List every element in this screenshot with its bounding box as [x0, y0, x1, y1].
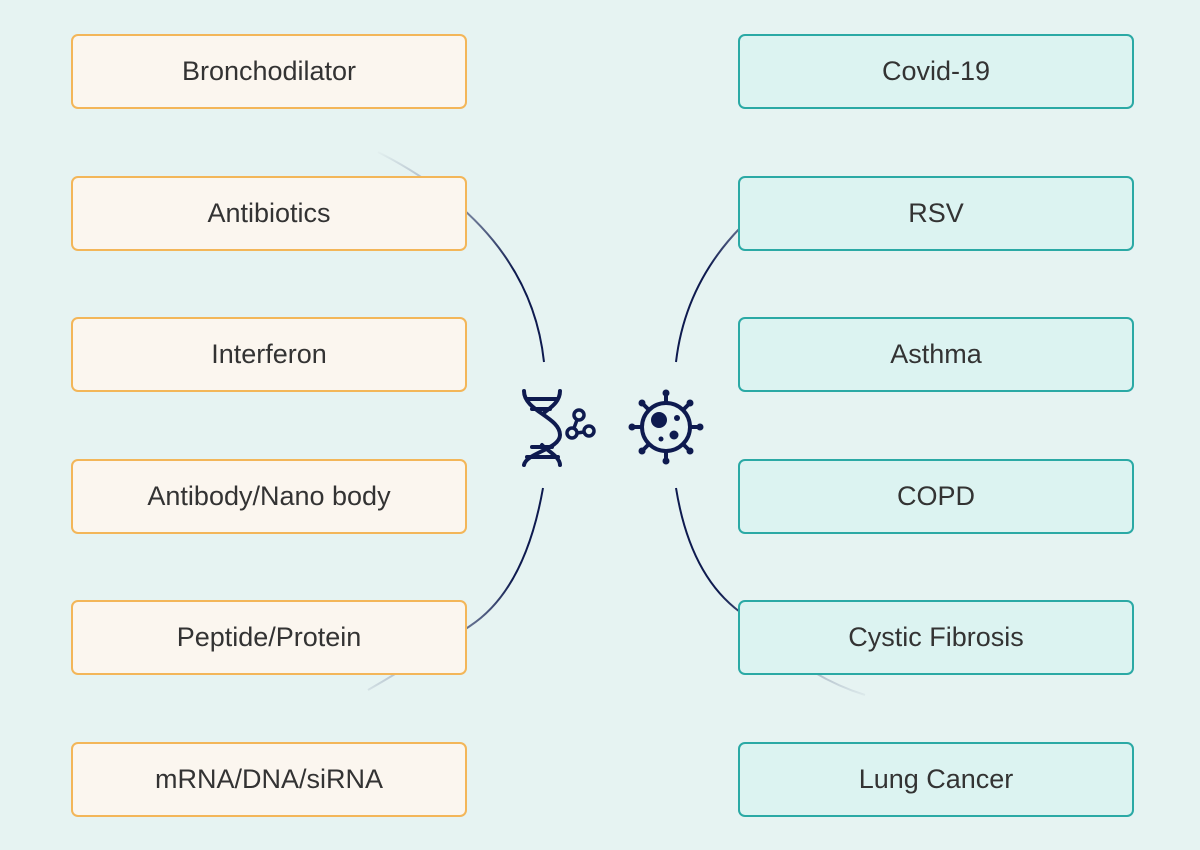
therapy-box-peptide: Peptide/Protein	[71, 600, 467, 675]
disease-label: Asthma	[890, 339, 982, 369]
therapy-label: Antibody/Nano body	[147, 481, 391, 511]
dna-molecule-icon	[522, 389, 596, 467]
virus-icon	[628, 389, 704, 465]
right-arc-upper	[675, 227, 741, 363]
therapy-box-mrna: mRNA/DNA/siRNA	[71, 742, 467, 817]
disease-box-covid: Covid-19	[738, 34, 1134, 109]
therapy-box-antibiotics: Antibiotics	[71, 176, 467, 251]
therapy-label: Interferon	[211, 339, 327, 369]
disease-label: RSV	[908, 198, 964, 228]
therapy-box-bronchodilator: Bronchodilator	[71, 34, 467, 109]
disease-box-rsv: RSV	[738, 176, 1134, 251]
disease-box-asthma: Asthma	[738, 317, 1134, 392]
disease-label: Covid-19	[881, 56, 991, 86]
therapy-box-antibody: Antibody/Nano body	[71, 459, 467, 534]
therapy-label: Antibiotics	[207, 198, 331, 228]
therapy-label: mRNA/DNA/siRNA	[154, 764, 383, 794]
therapy-label: Bronchodilator	[181, 56, 357, 86]
disease-label: COPD	[896, 481, 975, 511]
disease-label: Lung Cancer	[858, 764, 1014, 794]
disease-box-copd: COPD	[738, 459, 1134, 534]
disease-label: Cystic Fibrosis	[848, 622, 1024, 652]
disease-box-cystic-fibrosis: Cystic Fibrosis	[738, 600, 1134, 675]
disease-box-lung-cancer: Lung Cancer	[738, 742, 1134, 817]
therapy-box-interferon: Interferon	[71, 317, 467, 392]
therapy-label: Peptide/Protein	[176, 622, 362, 652]
left-arc-upper	[377, 151, 545, 363]
